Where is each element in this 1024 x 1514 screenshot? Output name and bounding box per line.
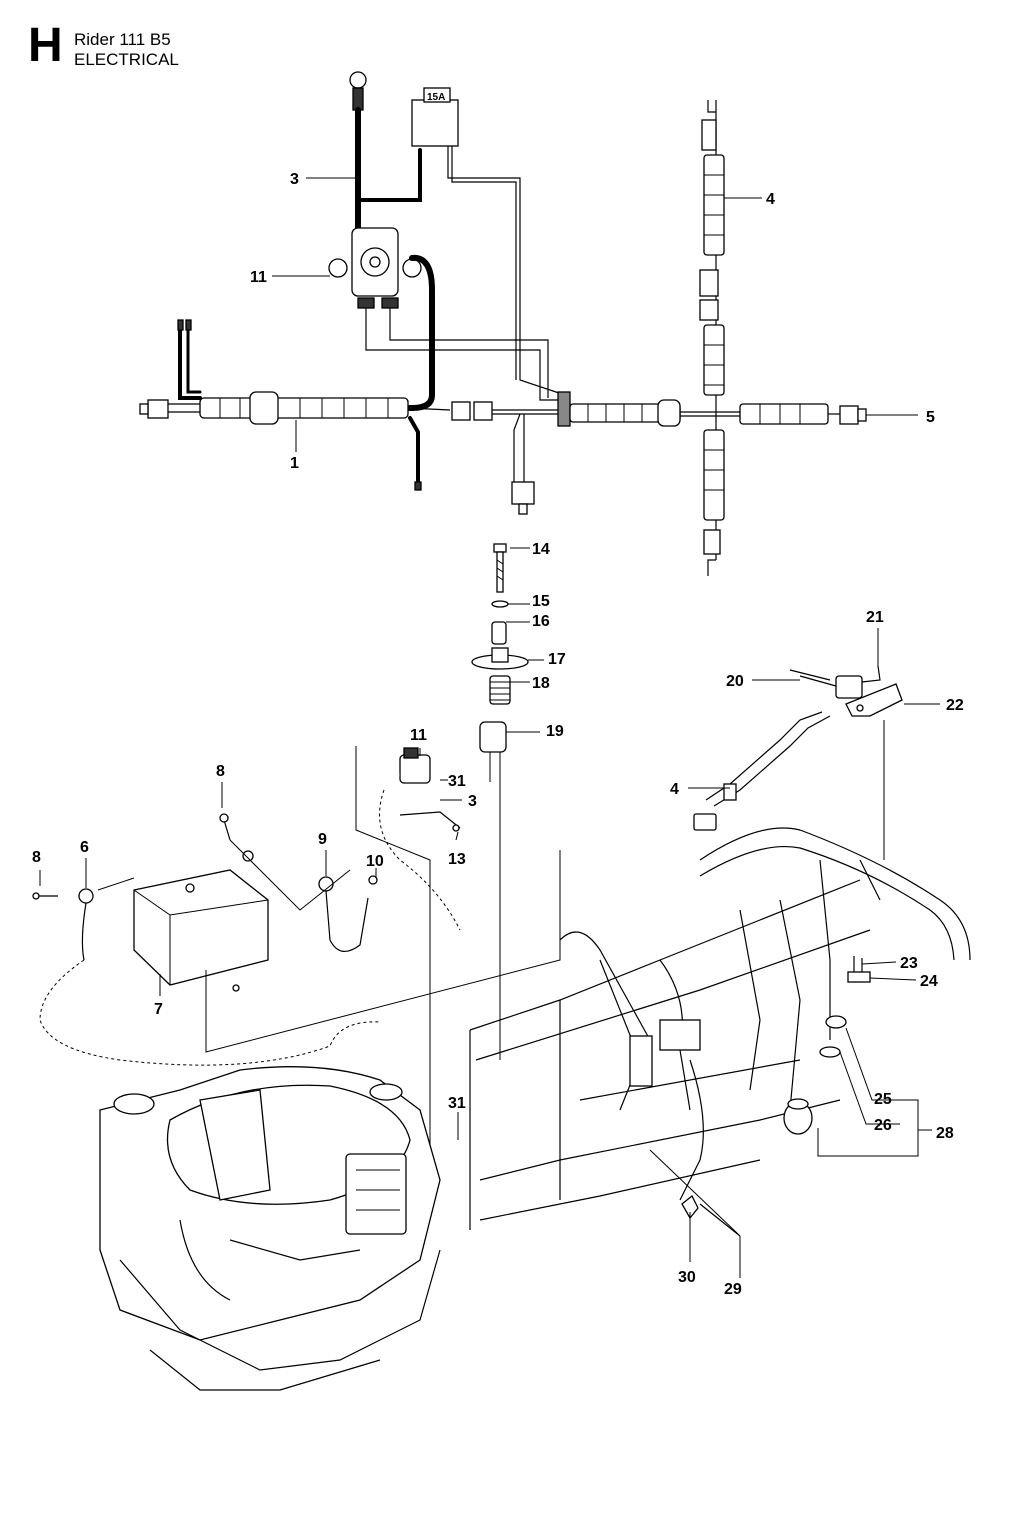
connector-right (839, 405, 859, 425)
main-harness-sheath (199, 391, 409, 425)
callout-25: 25 (874, 1091, 892, 1108)
section-title: ELECTRICAL (74, 50, 179, 69)
callout-17: 17 (548, 651, 566, 668)
callout-3-top: 3 (290, 171, 299, 188)
callout-14: 14 (532, 541, 550, 558)
callout-20: 20 (726, 673, 744, 690)
callout-5: 5 (926, 409, 935, 426)
callout-10: 10 (366, 853, 384, 870)
callout-4-top: 4 (766, 191, 775, 208)
callout-16: 16 (532, 613, 550, 630)
callout-23: 23 (900, 955, 918, 972)
callout-26: 26 (874, 1117, 892, 1134)
wiring-harness: 15A (139, 71, 867, 576)
model-name: Rider 111 B5 (74, 30, 171, 49)
callout-30: 30 (678, 1269, 696, 1286)
solenoid-installed (355, 746, 472, 1180)
callout-28: 28 (936, 1125, 954, 1142)
callout-3-lower: 3 (468, 793, 477, 810)
switch-mount-stack (471, 543, 529, 1060)
callout-8-left: 8 (32, 849, 41, 866)
callout-8-top: 8 (216, 763, 225, 780)
battery-assembly (32, 813, 561, 1066)
callout-19: 19 (546, 723, 564, 740)
connector-left (147, 399, 169, 419)
callout-1: 1 (290, 455, 299, 472)
callout-7: 7 (154, 1001, 163, 1018)
callout-24: 24 (920, 973, 938, 990)
connector-mid (451, 401, 471, 421)
section-letter: H (28, 19, 63, 72)
callout-13: 13 (448, 851, 466, 868)
connector-lower (511, 481, 535, 505)
callout-18: 18 (532, 675, 550, 692)
callout-leaders (39, 177, 940, 1278)
tractor-frame (469, 827, 971, 1230)
callout-21: 21 (866, 609, 884, 626)
callout-29: 29 (724, 1281, 742, 1298)
callout-31-top: 31 (448, 773, 466, 790)
fuse-holder (411, 99, 459, 147)
ring-terminal (349, 71, 367, 89)
engine (99, 1066, 441, 1391)
starter-solenoid (328, 227, 422, 309)
callout-15: 15 (532, 593, 550, 610)
cable-boot (352, 87, 364, 111)
callout-31-lower: 31 (448, 1095, 466, 1112)
fuse (423, 87, 451, 103)
callout-11-lower: 11 (410, 727, 427, 744)
callout-22: 22 (946, 697, 964, 714)
seat-switch-assembly (649, 665, 903, 1237)
callout-6: 6 (80, 839, 89, 856)
callout-11-top: 11 (250, 269, 267, 286)
callout-9: 9 (318, 831, 327, 848)
callout-4-lower: 4 (670, 781, 679, 798)
fuse-rating: 15A (427, 92, 445, 103)
